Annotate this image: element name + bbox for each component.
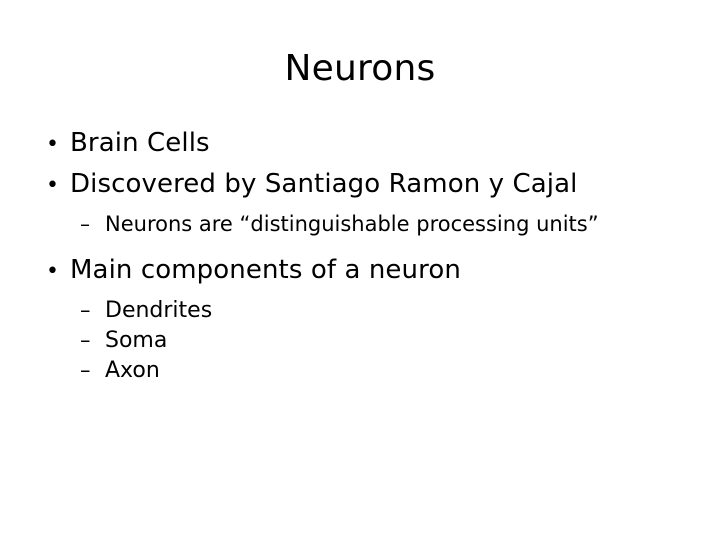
subbullet-item-dendrites: – Dendrites xyxy=(28,296,692,325)
bullet-marker-icon: • xyxy=(46,173,59,198)
dash-marker-icon: – xyxy=(80,328,91,352)
subbullet-text: Dendrites xyxy=(105,298,213,323)
subbullet-item-definition: – Neurons are “distinguishable processin… xyxy=(28,210,692,238)
slide-title: Neurons xyxy=(284,48,436,89)
slide-body-content: • Brain Cells • Discovered by Santiago R… xyxy=(28,128,692,386)
dash-marker-icon: – xyxy=(80,358,91,382)
subbullet-item-axon: – Axon xyxy=(28,356,692,385)
subbullet-text: Axon xyxy=(105,358,160,383)
bullet-text: Discovered by Santiago Ramon y Cajal xyxy=(70,169,578,199)
dash-marker-icon: – xyxy=(80,298,91,322)
bullet-text: Brain Cells xyxy=(70,128,210,158)
subbullet-item-soma: – Soma xyxy=(28,326,692,355)
bullet-item-main-components: • Main components of a neuron xyxy=(28,255,692,287)
bullet-item-brain-cells: • Brain Cells xyxy=(28,128,692,160)
dash-marker-icon: – xyxy=(80,212,90,236)
subbullet-text: Soma xyxy=(105,328,168,353)
bullet-text: Main components of a neuron xyxy=(70,255,461,285)
bullet-marker-icon: • xyxy=(46,259,59,284)
bullet-item-discovered-by: • Discovered by Santiago Ramon y Cajal xyxy=(28,169,692,201)
bullet-marker-icon: • xyxy=(46,132,59,157)
subbullet-text: Neurons are “distinguishable processing … xyxy=(105,212,599,236)
